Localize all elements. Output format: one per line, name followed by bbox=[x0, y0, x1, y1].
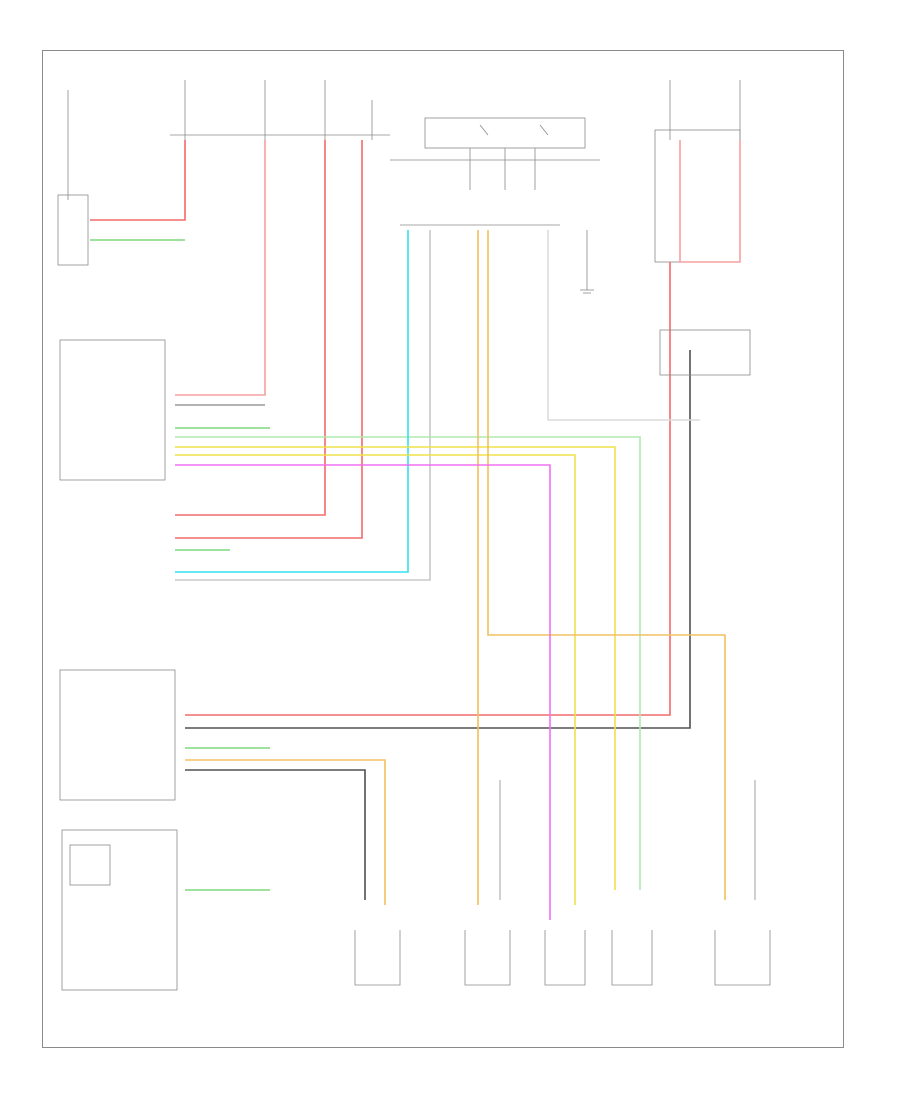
wire-orange-2 bbox=[487, 230, 726, 900]
wire-red-1 bbox=[90, 140, 186, 221]
wire-yellow-1 bbox=[175, 446, 616, 890]
module-boxes bbox=[57, 194, 178, 991]
wire-green-3 bbox=[175, 436, 641, 890]
instrument-cluster-box bbox=[61, 829, 178, 991]
wire-dark-2 bbox=[185, 769, 366, 900]
wire-red-2 bbox=[175, 140, 266, 396]
wire-yellow-2 bbox=[175, 454, 576, 905]
wire-gray-2 bbox=[175, 230, 431, 581]
wire-dark-1 bbox=[185, 350, 691, 729]
seat-belt-switch-box bbox=[57, 194, 89, 266]
body-control-module-box bbox=[59, 339, 166, 481]
wires bbox=[90, 140, 741, 920]
top-fuse-block bbox=[67, 80, 741, 294]
wire-red-5 bbox=[679, 140, 741, 263]
wire-red-6 bbox=[185, 262, 671, 716]
diagram-frame bbox=[42, 50, 844, 1048]
wire-red-3 bbox=[175, 140, 326, 516]
wire-red-4 bbox=[175, 140, 363, 539]
wire-orange-3 bbox=[185, 759, 386, 905]
wire-cyan-1 bbox=[175, 230, 409, 573]
wire-pink-1 bbox=[547, 230, 700, 421]
actuator-outlines bbox=[354, 329, 771, 986]
passenger-presence-box bbox=[59, 669, 176, 801]
wire-magenta-1 bbox=[175, 464, 551, 920]
